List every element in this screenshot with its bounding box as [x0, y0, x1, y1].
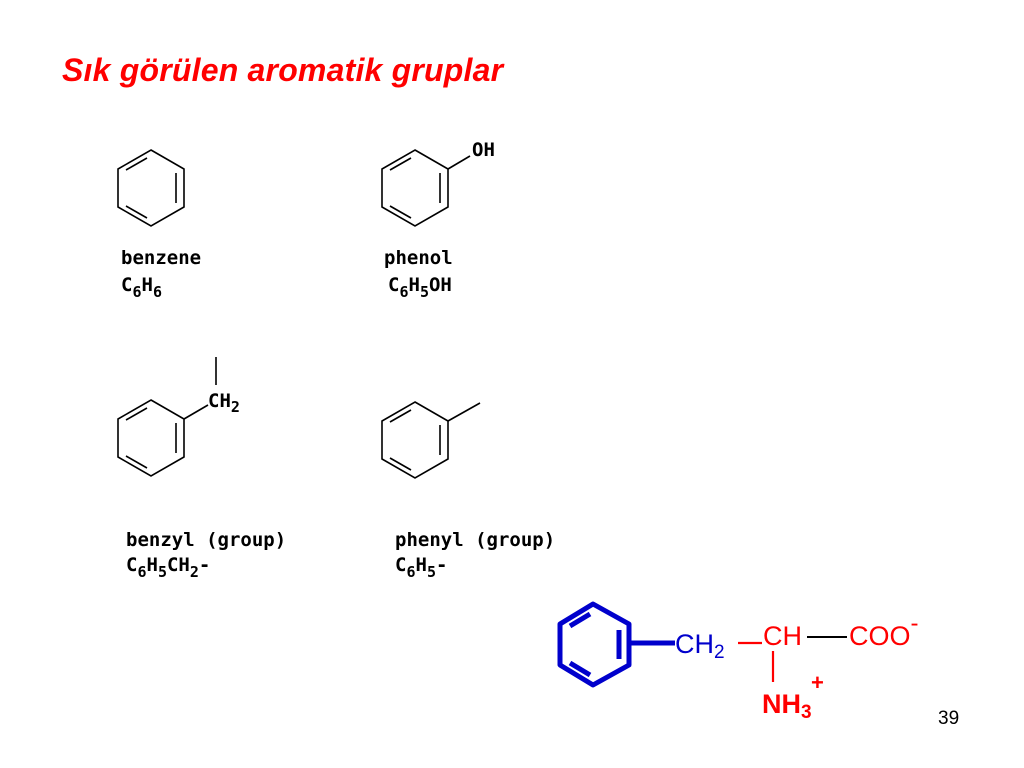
- phenol-formula-symbol: C: [388, 274, 400, 296]
- phenol-structure: OH: [381, 139, 495, 227]
- phenol-ring: [381, 149, 449, 227]
- phenyl-formula-subscript: 5: [426, 563, 436, 581]
- benzyl-formula-subscript: 6: [137, 563, 147, 581]
- benzyl-formula-subscript: 5: [157, 563, 167, 581]
- benzene-formula-subscript: 6: [152, 283, 162, 301]
- benzyl-formula-symbol: C: [126, 554, 138, 576]
- phenyl-formula-symbol: H: [415, 554, 427, 576]
- phenylalanine-ring: [557, 601, 632, 688]
- benzene-formula-symbol: C: [121, 274, 133, 296]
- benzyl-structure: CH2: [117, 357, 240, 477]
- benzene-ring: [117, 149, 185, 227]
- benzyl-ch2-bond: [183, 404, 209, 420]
- nh3-plus: +: [811, 670, 824, 695]
- benzene-formula-symbol: H: [141, 274, 153, 296]
- phenyl-ring: [381, 401, 449, 479]
- phenyl-name: phenyl (group): [395, 529, 556, 551]
- benzyl-formula: C6H5CH2-: [126, 554, 211, 580]
- benzyl-ring: [117, 399, 185, 477]
- nh3-label: NH3: [762, 689, 812, 723]
- benzene-formula-subscript: 6: [132, 283, 142, 301]
- ch2-label: CH2: [675, 629, 725, 663]
- phenol-formula-subscript: 5: [419, 283, 429, 301]
- phenyl-formula-symbol: C: [395, 554, 407, 576]
- phenol-formula-subscript: 6: [399, 283, 409, 301]
- benzyl-formula-symbol: H: [146, 554, 158, 576]
- phenyl-bond: [447, 402, 481, 422]
- page-number: 39: [938, 708, 960, 729]
- benzyl-name: benzyl (group): [126, 529, 287, 551]
- phenol-formula-symbol: OH: [428, 274, 452, 296]
- phenyl-formula: C6H5-: [395, 554, 448, 580]
- phenol-formula-symbol: H: [408, 274, 420, 296]
- phenylalanine-structure: CH2 CH COO- NH3 +: [557, 601, 919, 723]
- slide-title: Sık görülen aromatik gruplar: [62, 52, 504, 88]
- phenol-formula: C6H5OH: [388, 274, 452, 300]
- benzene-name: benzene: [121, 247, 202, 269]
- coo-label: COO-: [849, 610, 919, 651]
- phenol-oh-label: OH: [472, 139, 495, 161]
- benzyl-ch2-label: CH2: [208, 390, 240, 416]
- phenyl-formula-symbol: -: [435, 554, 448, 576]
- phenyl-structure: [381, 401, 481, 479]
- benzene-structure: [117, 149, 185, 227]
- phenyl-formula-subscript: 6: [406, 563, 416, 581]
- phenol-name: phenol: [384, 247, 453, 269]
- benzene-formula: C6H6: [121, 274, 162, 300]
- ch-label: CH: [763, 621, 802, 651]
- benzyl-formula-subscript: 2: [189, 563, 199, 581]
- benzyl-formula-symbol: CH: [166, 554, 190, 576]
- benzyl-formula-symbol: -: [198, 554, 211, 576]
- phenol-oh-bond: [447, 155, 471, 170]
